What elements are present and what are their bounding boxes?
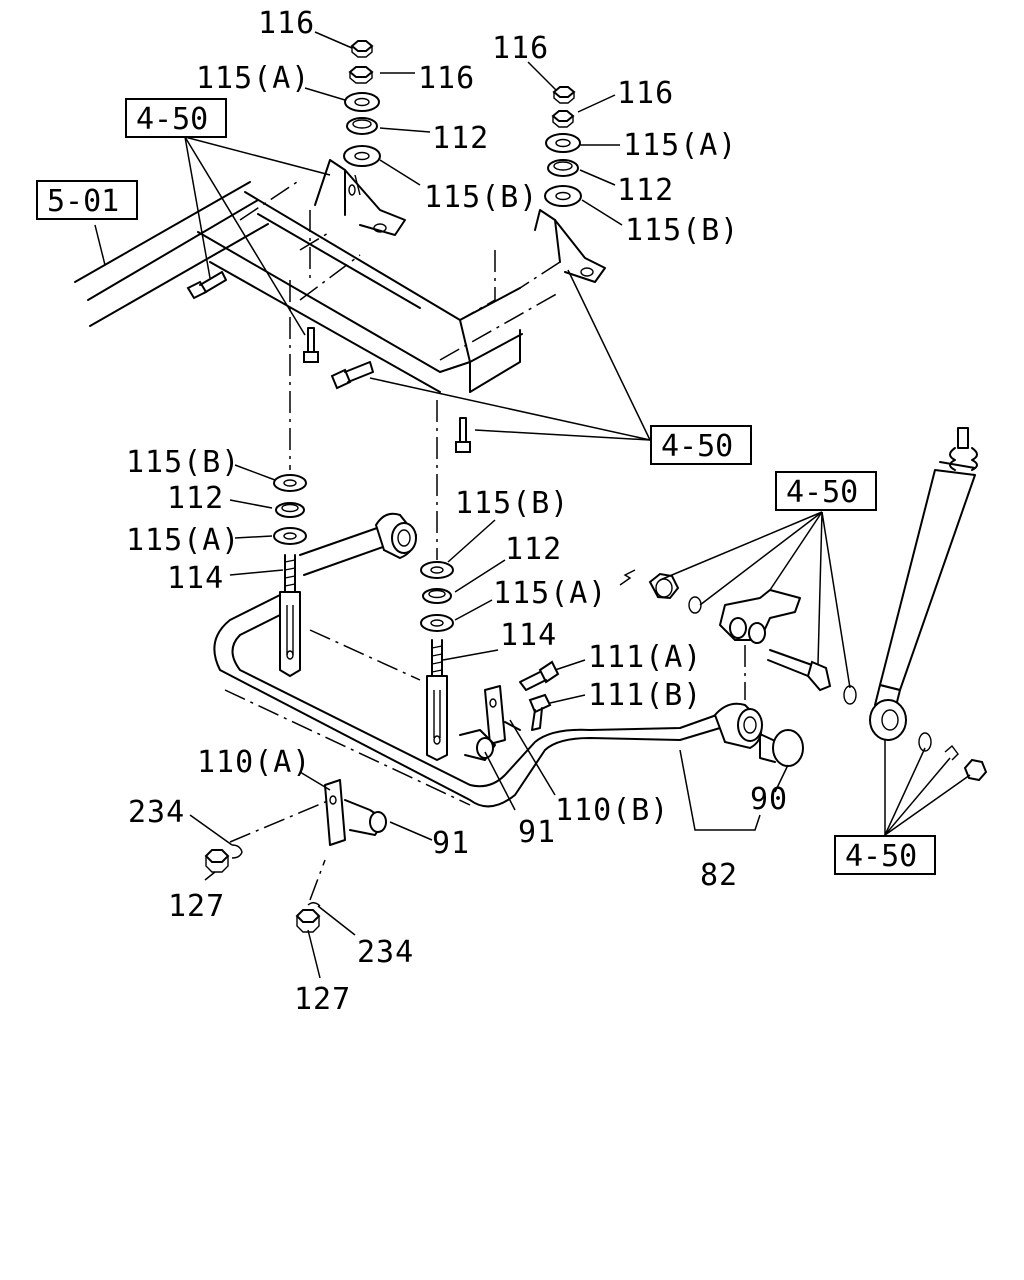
- lower-left-link-stack: [273, 474, 307, 677]
- label-115a-a: 115(A): [196, 61, 310, 96]
- label-115b-a: 115(B): [424, 180, 538, 215]
- ref-501: 5-01: [47, 184, 119, 219]
- washer-115b-b: [544, 185, 582, 207]
- clamp-110a: [324, 779, 346, 846]
- label-115b-b: 115(B): [625, 213, 739, 248]
- label-234-a: 234: [128, 795, 185, 830]
- label-115a-d: 115(A): [493, 576, 607, 611]
- label-110a: 110(A): [197, 745, 311, 780]
- frame-crossmember: [74, 159, 606, 393]
- ref-box-450-d: [834, 835, 936, 875]
- label-91-b: 91: [518, 815, 556, 850]
- ref-box-450-b: [650, 425, 752, 465]
- ref-450-b: 4-50: [661, 429, 733, 464]
- label-112-b: 112: [617, 173, 674, 208]
- leader-lines: [94, 31, 971, 979]
- nut-116-a: [350, 40, 374, 52]
- label-114-b: 114: [500, 618, 557, 653]
- stabilizer-bar: [213, 512, 804, 808]
- nut-127-b: [295, 909, 321, 923]
- nut-116-d: [551, 110, 575, 122]
- washer-115b-c: [273, 474, 307, 492]
- washer-115a-c: [273, 527, 307, 545]
- ref-box-450-a: [125, 98, 227, 138]
- reference-boxes: 4-50 5-01 4-50 4-50 4-50: [36, 98, 936, 875]
- ref-box-501: [36, 180, 138, 220]
- label-82: 82: [700, 858, 738, 893]
- ref-450-a: 4-50: [136, 102, 208, 137]
- ref-450-d: 4-50: [845, 839, 917, 874]
- top-right-mount-stack: [544, 86, 582, 207]
- nut-116-c: [552, 86, 576, 98]
- nut-127-a: [204, 849, 230, 863]
- label-112-d: 112: [505, 532, 562, 567]
- label-234-b: 234: [357, 935, 414, 970]
- label-91-a: 91: [432, 826, 470, 861]
- washer-115a-d: [420, 614, 454, 632]
- bushing-90: [772, 729, 804, 767]
- label-116-d: 116: [617, 76, 674, 111]
- label-115a-c: 115(A): [126, 523, 240, 558]
- label-114-a: 114: [167, 561, 224, 596]
- label-111a: 111(A): [588, 640, 702, 675]
- clamps-and-brackets: [229, 685, 521, 901]
- frame-bolts: [186, 271, 471, 453]
- lower-right-link-stack: [420, 561, 454, 761]
- label-111b: 111(B): [588, 678, 702, 713]
- label-112-c: 112: [167, 481, 224, 516]
- clip-234-b: [307, 902, 321, 907]
- ref-450-c: 4-50: [786, 475, 858, 510]
- label-112-a: 112: [432, 121, 489, 156]
- label-116-b: 116: [418, 61, 475, 96]
- label-90: 90: [750, 782, 788, 817]
- washer-115a-b: [545, 133, 581, 153]
- label-115b-d: 115(B): [455, 486, 569, 521]
- clamp-110b: [484, 685, 506, 745]
- fasteners-lower: [204, 660, 560, 933]
- washer-115b-a: [343, 145, 381, 167]
- label-115b-c: 115(B): [126, 445, 240, 480]
- label-127-b: 127: [294, 982, 351, 1017]
- shock-absorber: [869, 427, 988, 782]
- part-labels: 116 116 115(A) 112 115(B) 116 116 115(A)…: [126, 6, 788, 1017]
- washer-115a-a: [344, 92, 380, 112]
- label-127-a: 127: [168, 889, 225, 924]
- shackle-assembly: [619, 569, 857, 705]
- label-115a-b: 115(A): [623, 128, 737, 163]
- label-116-c: 116: [492, 31, 549, 66]
- top-left-mount-stack: [343, 40, 381, 167]
- label-116-a: 116: [258, 6, 315, 41]
- nut-116-b: [348, 66, 374, 78]
- ref-box-450-c: [775, 471, 877, 511]
- label-110b: 110(B): [555, 793, 669, 828]
- clip-234-a: [231, 844, 243, 859]
- washer-115b-d: [420, 561, 454, 579]
